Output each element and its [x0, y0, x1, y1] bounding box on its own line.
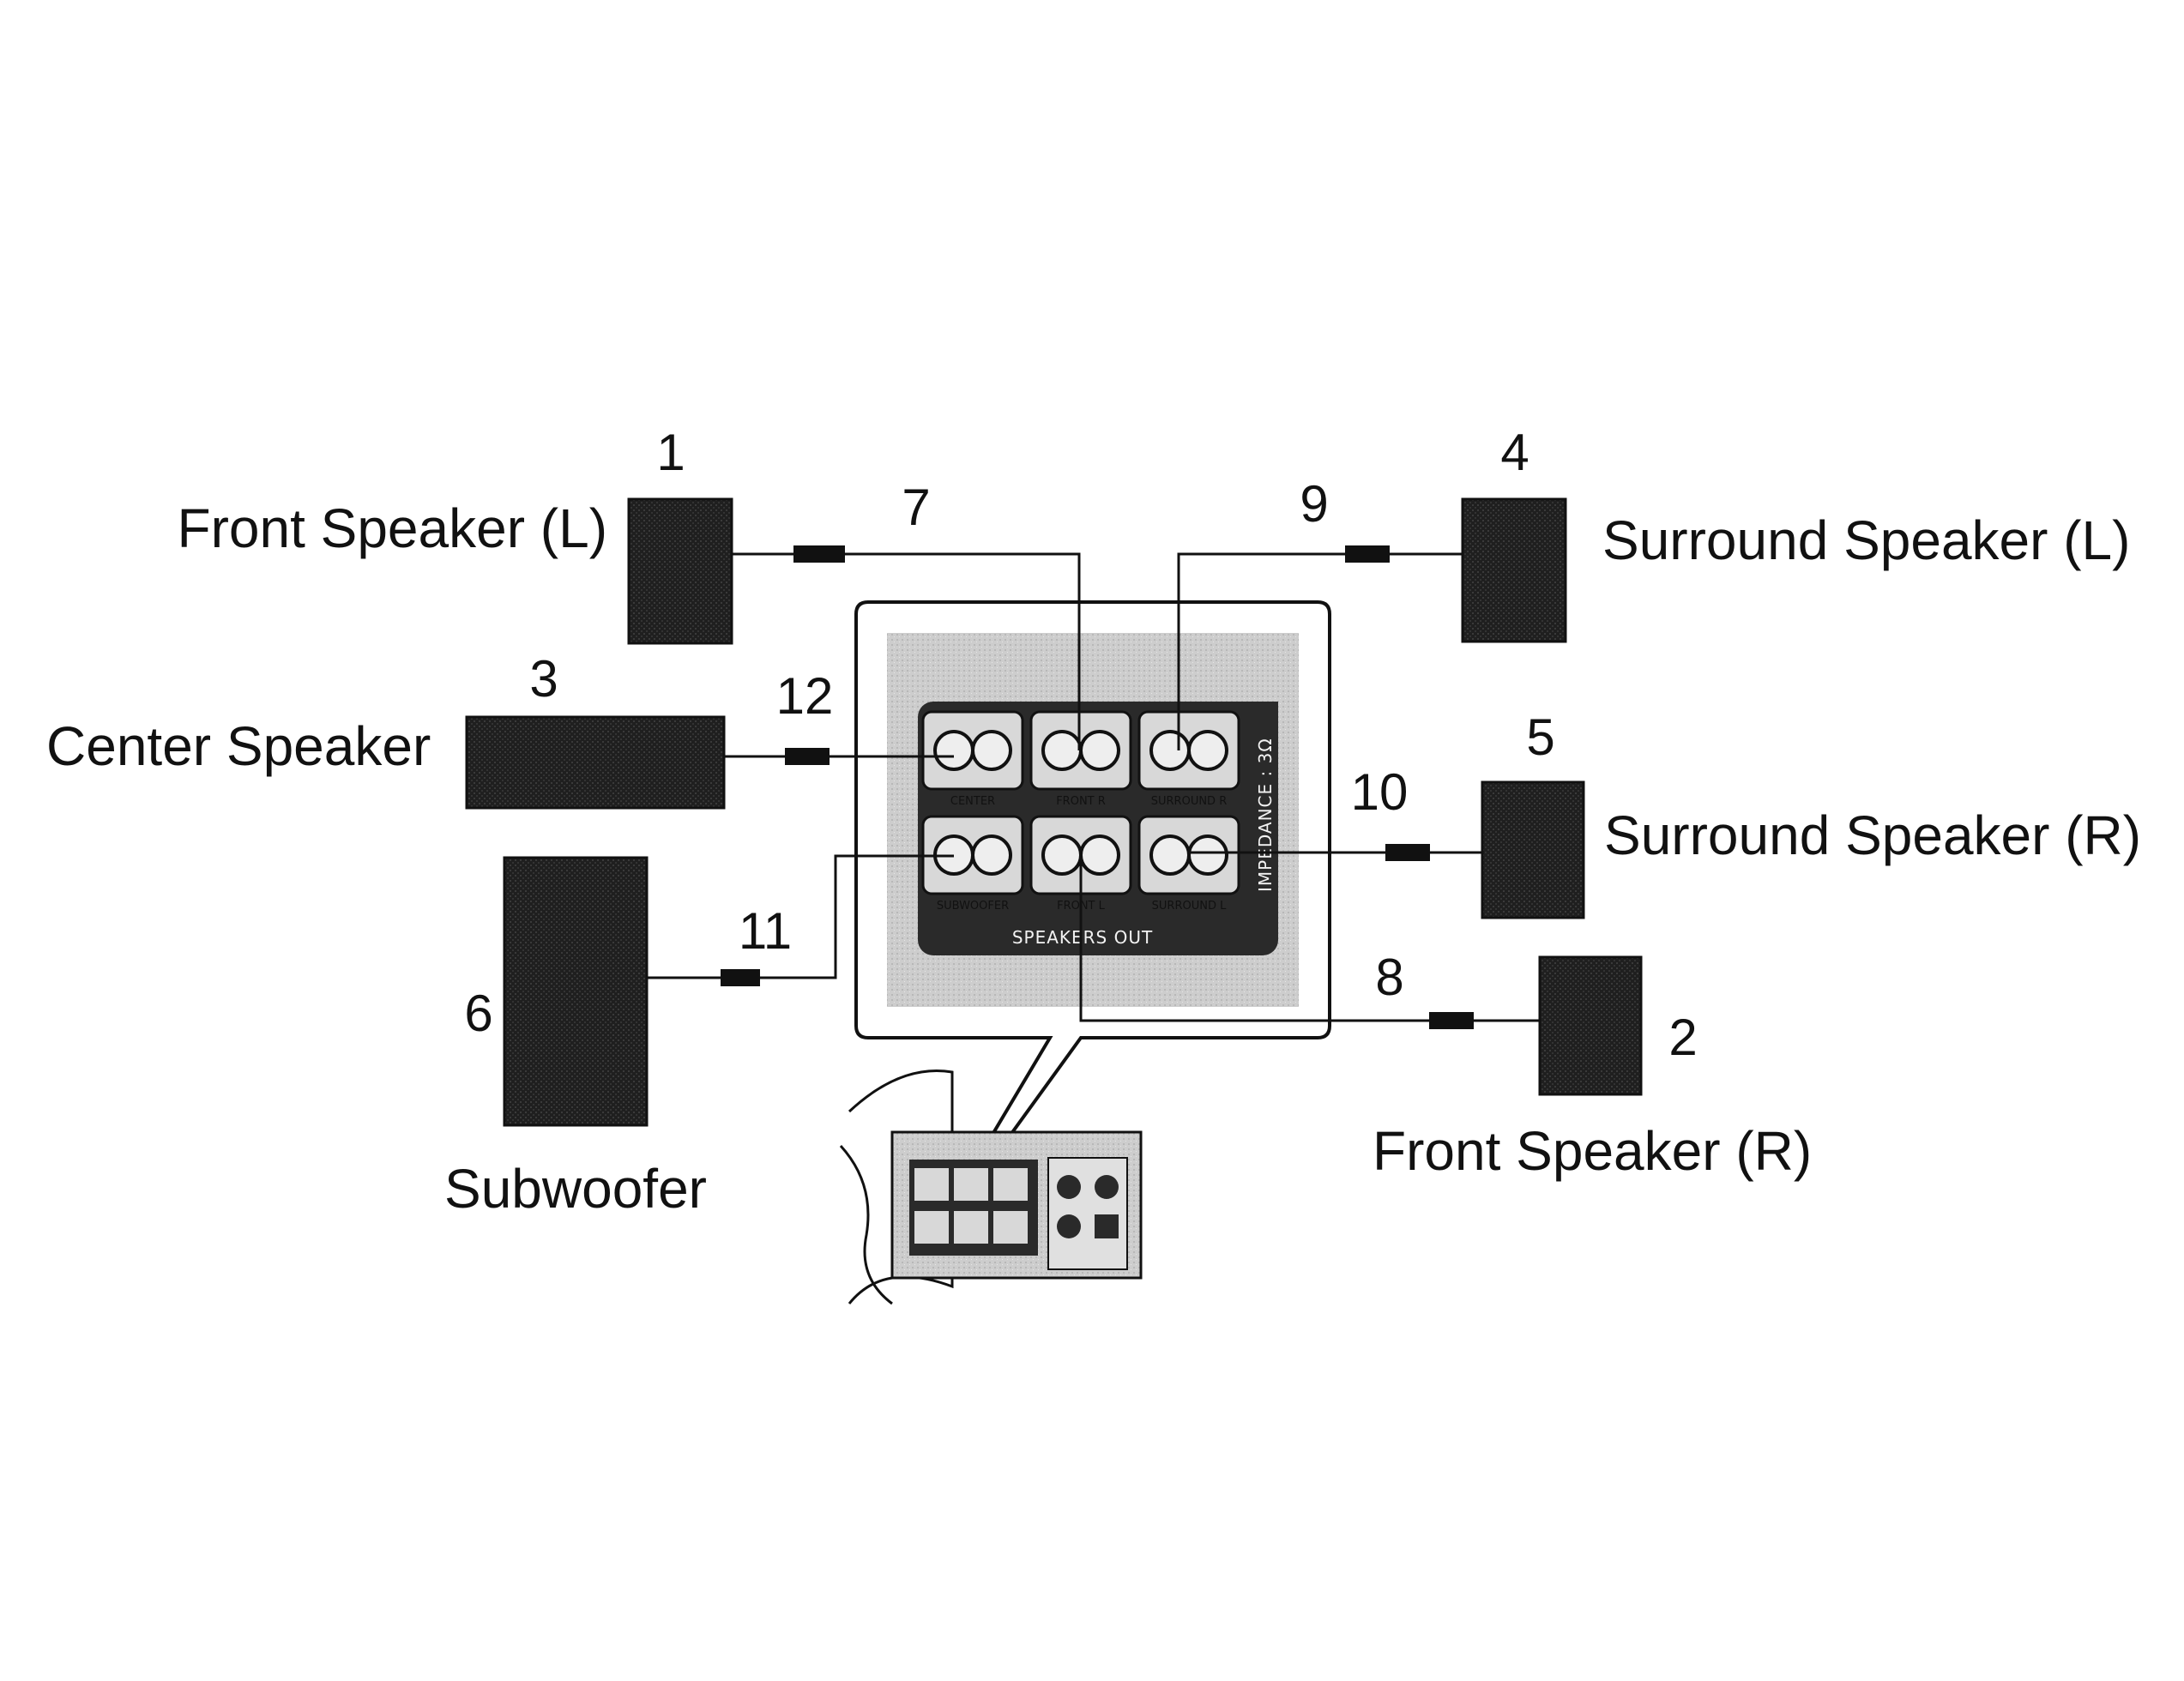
number-5: 5 [1526, 708, 1554, 766]
number-7: 7 [902, 479, 930, 536]
subwoofer-speaker [503, 856, 649, 1127]
surround-right-label: Surround Speaker (R) [1604, 804, 2141, 866]
center-label: Center Speaker [46, 715, 431, 777]
cable-10-surround-right [1189, 844, 1482, 861]
port-subwoofer-label: SUBWOOFER [937, 900, 1009, 913]
port-front-r-label: FRONT R [1056, 795, 1106, 808]
cable-8-front-right [1079, 855, 1540, 1029]
front-right-label: Front Speaker (R) [1373, 1120, 1812, 1182]
number-12: 12 [776, 667, 834, 725]
number-8: 8 [1375, 949, 1403, 1006]
front-left-speaker [627, 497, 733, 645]
surround-left-speaker [1461, 497, 1567, 643]
impedance-label: IMPEDANCE : 3Ω [1255, 738, 1276, 892]
port-surround-l-label: SURROUND L [1152, 900, 1227, 913]
cable-9-surround-left [1177, 545, 1463, 750]
cable-11-subwoofer [647, 854, 954, 986]
cable-12-center [724, 748, 954, 765]
number-9: 9 [1300, 475, 1328, 533]
subwoofer-label: Subwoofer [444, 1158, 707, 1220]
port-surround-r: SURROUND R [1137, 710, 1240, 808]
port-front-r: FRONT R [1029, 710, 1132, 808]
port-surround-r-label: SURROUND R [1151, 795, 1227, 808]
number-11: 11 [739, 902, 792, 960]
center-speaker [465, 715, 726, 810]
front-left-label: Front Speaker (L) [177, 497, 607, 559]
speakers-out-zoom-callout: IMPEDANCE : 3Ω SPEAKERS OUT CENTER FRONT… [854, 600, 1331, 1158]
number-4: 4 [1500, 424, 1529, 481]
number-6: 6 [464, 985, 492, 1042]
speakers-out-title: SPEAKERS OUT [1012, 927, 1153, 948]
number-2: 2 [1668, 1009, 1697, 1066]
surround-right-speaker [1481, 780, 1585, 919]
number-10: 10 [1351, 763, 1409, 821]
number-1: 1 [656, 424, 685, 481]
speakers-out-panel: IMPEDANCE : 3Ω SPEAKERS OUT CENTER FRONT… [918, 702, 1278, 955]
port-center: CENTER [921, 710, 1024, 808]
main-unit-rear-panel [839, 1069, 1143, 1305]
cable-7-front-left [732, 545, 1081, 750]
port-surround-l: SURROUND L [1137, 815, 1240, 913]
port-center-label: CENTER [950, 795, 995, 808]
surround-left-label: Surround Speaker (L) [1602, 509, 2130, 571]
number-3: 3 [529, 650, 558, 708]
front-right-speaker [1538, 955, 1643, 1096]
port-subwoofer: SUBWOOFER [921, 815, 1024, 913]
